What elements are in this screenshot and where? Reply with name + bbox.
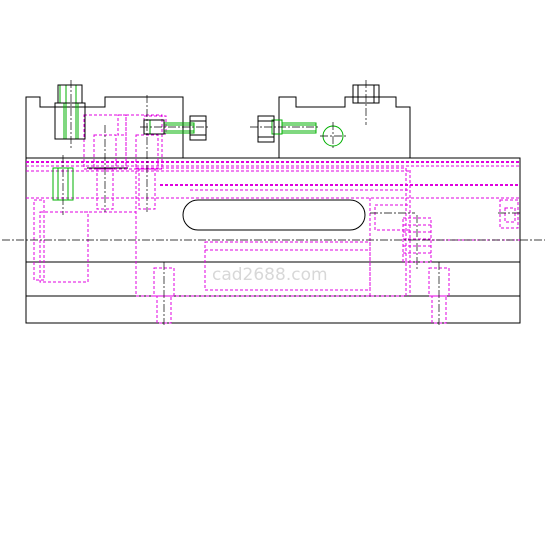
oblong-slot <box>182 199 366 231</box>
left-clamp-block <box>25 96 184 169</box>
watermark-text: cad2688.com <box>212 265 328 285</box>
right-clamp-block <box>257 96 411 159</box>
bolts <box>52 84 344 201</box>
bolt-heads <box>54 84 380 143</box>
hidden-lines <box>26 114 520 324</box>
center-lines <box>2 80 545 325</box>
